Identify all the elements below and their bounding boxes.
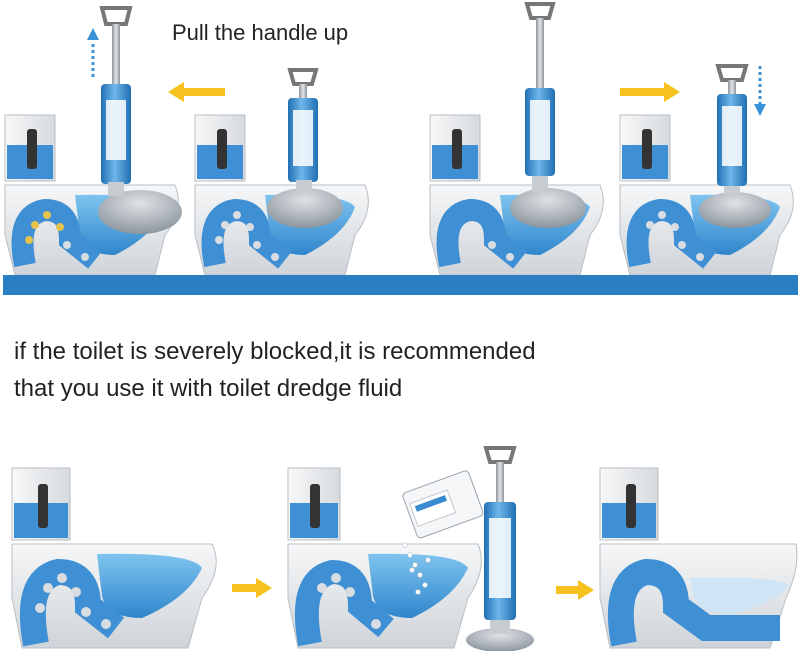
left-arrow-icon xyxy=(168,82,225,102)
plunger-2 xyxy=(267,68,343,228)
dredge-granules xyxy=(402,542,431,595)
floor-bar xyxy=(3,275,798,295)
dotted-down-arrow-icon xyxy=(754,66,766,116)
plunger-4 xyxy=(699,64,771,228)
caption-pull-handle: Pull the handle up xyxy=(172,20,349,45)
right-arrow-icon xyxy=(232,578,272,598)
caption-severe-block-line2: that you use it with toilet dredge fluid xyxy=(14,375,403,402)
toilet-bottom-1 xyxy=(11,467,217,649)
plunger-1 xyxy=(98,6,182,234)
toilet-bottom-3 xyxy=(599,467,798,649)
dredge-fluid-bottle xyxy=(402,470,484,539)
toilet-clearing-4 xyxy=(619,114,794,276)
right-arrow-icon xyxy=(556,580,594,600)
toilet-bottom-2 xyxy=(287,467,482,649)
caption-severe-block-line1: if the toilet is severely blocked,it is … xyxy=(14,338,536,365)
dotted-up-arrow-icon xyxy=(87,28,99,78)
toilet-clearing-3 xyxy=(429,114,604,276)
plunger-standing xyxy=(466,446,534,651)
plunger-3 xyxy=(510,2,586,228)
right-arrow-icon xyxy=(620,82,680,102)
